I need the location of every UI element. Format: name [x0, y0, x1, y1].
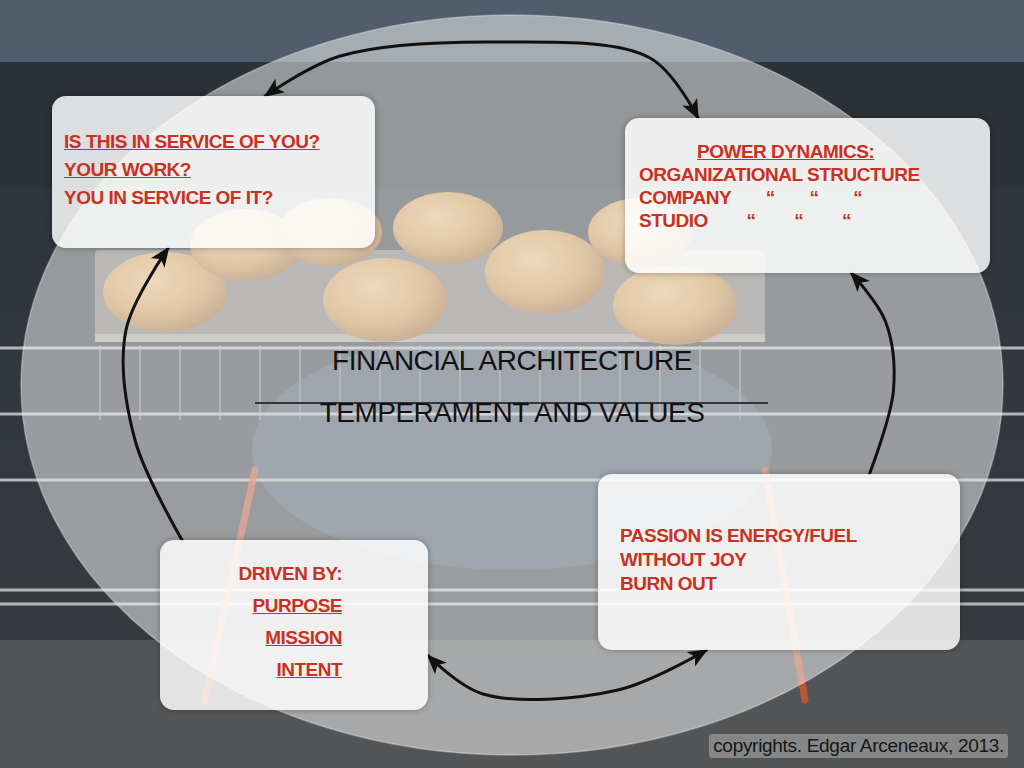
box-text: DRIVEN BY: [172, 558, 342, 590]
box-text: PASSION IS ENERGY/FUEL [620, 524, 948, 548]
box-text: INTENT [172, 654, 342, 686]
box-text: COMPANY “ “ “ [639, 186, 980, 209]
box-text: STUDIO “ “ “ [639, 209, 980, 232]
bun [103, 252, 227, 332]
cycle-arrow [123, 248, 182, 540]
oven-top-band [0, 0, 1024, 62]
box-text: MISSION [172, 622, 342, 654]
tray-rim [95, 334, 765, 342]
copyright-note: copyrights. Edgar Arceneaux, 2013. [709, 734, 1008, 758]
text-box: PASSION IS ENERGY/FUELWITHOUT JOYBURN OU… [598, 474, 960, 650]
ellipse-text-holder: FINANCIAL ARCHITECTURE TEMPERAMENT AND VA… [20, 345, 1004, 429]
cycle-arrow [851, 273, 894, 474]
center-text: TEMPERAMENT AND VALUES [20, 397, 1004, 429]
text-box: DRIVEN BY:PURPOSEMISSIONINTENT [160, 540, 428, 710]
box-text: PURPOSE [172, 590, 342, 622]
oven-floor [0, 640, 1024, 768]
bun [485, 230, 605, 314]
box-text: YOU IN SERVICE OF IT? [64, 184, 363, 212]
box-text: BURN OUT [620, 572, 948, 596]
box-text: POWER DYNAMICS: [639, 140, 980, 163]
center-text: FINANCIAL ARCHITECTURE [20, 345, 1004, 377]
text-box: POWER DYNAMICS:ORGANIZATIONAL STRUCTUREC… [625, 118, 990, 273]
box-text: ORGANIZATIONAL STRUCTURE [639, 163, 980, 186]
oven-back-wall [0, 187, 1024, 768]
text-box: IS THIS IN SERVICE OF YOU?YOUR WORK?YOU … [52, 96, 375, 248]
bun [613, 265, 737, 345]
box-text: IS THIS IN SERVICE OF YOU? [64, 128, 363, 156]
box-text: YOUR WORK? [64, 156, 363, 184]
label-holder: copyrights. Edgar Arceneaux, 2013. [709, 734, 1008, 758]
bun [393, 192, 503, 264]
ellipse-fill [21, 15, 1003, 755]
box-text: WITHOUT JOY [620, 548, 948, 572]
cycle-arrow [428, 650, 707, 700]
bun [323, 258, 447, 342]
